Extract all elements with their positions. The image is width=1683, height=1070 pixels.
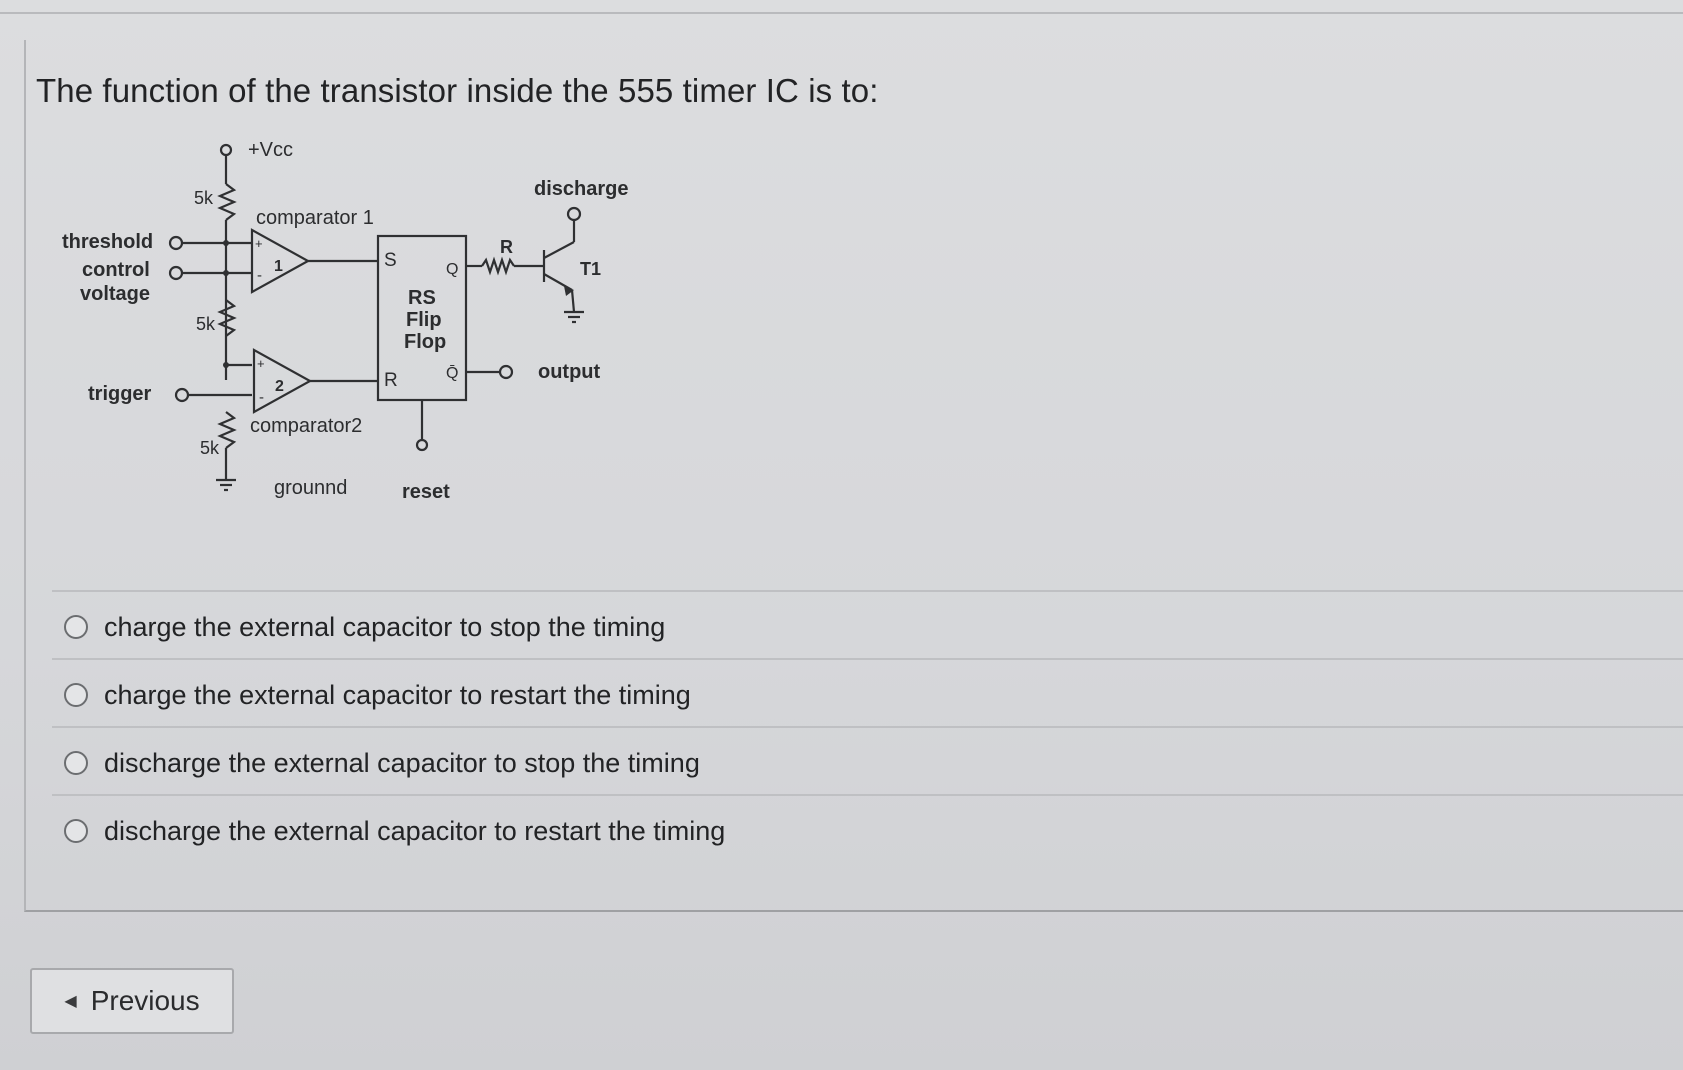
vcc-terminal: [219, 143, 233, 157]
r-pin-label: R: [384, 370, 398, 391]
control-voltage-terminal: [168, 265, 184, 281]
reset-label: reset: [402, 481, 450, 503]
comparator-1-number: 1: [274, 258, 283, 275]
resistor-3: [217, 411, 237, 449]
s-pin-label: S: [384, 250, 397, 271]
trigger-label: trigger: [88, 383, 152, 405]
r1-label: 5k: [194, 188, 214, 208]
comparator-2-number: 2: [275, 378, 284, 395]
options-top-divider: [52, 590, 1683, 592]
radio-icon[interactable]: [64, 683, 88, 707]
comparator-2-minus: -: [259, 389, 264, 406]
comparator-2-label: comparator2: [250, 415, 362, 437]
option-divider: [52, 794, 1683, 796]
comparator-2-plus: +: [257, 356, 265, 371]
timer-555-diagram: +Vcc discharge 5k comparator 1 threshold…: [52, 140, 692, 560]
answer-option-label: charge the external capacitor to stop th…: [104, 611, 666, 642]
t1-label: T1: [580, 259, 601, 279]
discharge-label: discharge: [534, 178, 628, 200]
trigger-terminal: [174, 387, 190, 403]
reset-terminal: [415, 438, 429, 452]
caret-left-icon: ◀: [64, 993, 77, 1010]
discharge-terminal: [566, 206, 582, 222]
output-terminal: [498, 364, 514, 380]
r3-label: 5k: [200, 438, 220, 458]
comparator-1-plus: +: [255, 236, 263, 251]
comparator-1-label: comparator 1: [256, 207, 374, 229]
previous-button[interactable]: ◀ Previous: [30, 968, 234, 1034]
ground-label: grounnd: [274, 477, 347, 499]
answer-option-1[interactable]: charge the external capacitor to stop th…: [64, 602, 665, 652]
flip-flop-line-2: Flip: [406, 309, 442, 331]
vcc-label: +Vcc: [248, 140, 293, 161]
q-pin-label: Q: [446, 261, 458, 278]
comparator-2: [252, 348, 313, 414]
answer-option-2[interactable]: charge the external capacitor to restart…: [64, 670, 691, 720]
voltage-label: voltage: [80, 283, 150, 305]
threshold-label: threshold: [62, 231, 153, 253]
answer-option-3[interactable]: discharge the external capacitor to stop…: [64, 738, 700, 788]
resistor-2: [217, 299, 237, 337]
top-divider: [0, 12, 1683, 14]
question-text: The function of the transistor inside th…: [36, 72, 879, 109]
question-card: [24, 40, 1683, 912]
circuit-svg: +Vcc discharge 5k comparator 1 threshold…: [62, 140, 628, 503]
radio-icon[interactable]: [64, 819, 88, 843]
comparator-1-minus: -: [257, 267, 262, 284]
threshold-terminal: [168, 235, 184, 251]
option-divider: [52, 658, 1683, 660]
flip-flop-line-3: Flop: [404, 331, 446, 353]
base-resistor: [481, 256, 515, 276]
previous-button-label: Previous: [90, 985, 200, 1016]
output-label: output: [538, 361, 601, 383]
answer-option-label: discharge the external capacitor to stop…: [104, 747, 700, 778]
qbar-pin-label: Q̄: [446, 365, 458, 382]
comparator-1: [250, 228, 311, 294]
answer-option-4[interactable]: discharge the external capacitor to rest…: [64, 806, 725, 856]
base-resistor-label: R: [500, 237, 513, 257]
r2-label: 5k: [196, 314, 216, 334]
answer-option-label: discharge the external capacitor to rest…: [104, 815, 726, 846]
radio-icon[interactable]: [64, 615, 88, 639]
radio-icon[interactable]: [64, 751, 88, 775]
control-label: control: [82, 259, 150, 281]
answer-option-label: charge the external capacitor to restart…: [104, 679, 691, 710]
option-divider: [52, 726, 1683, 728]
flip-flop-line-1: RS: [408, 287, 436, 309]
